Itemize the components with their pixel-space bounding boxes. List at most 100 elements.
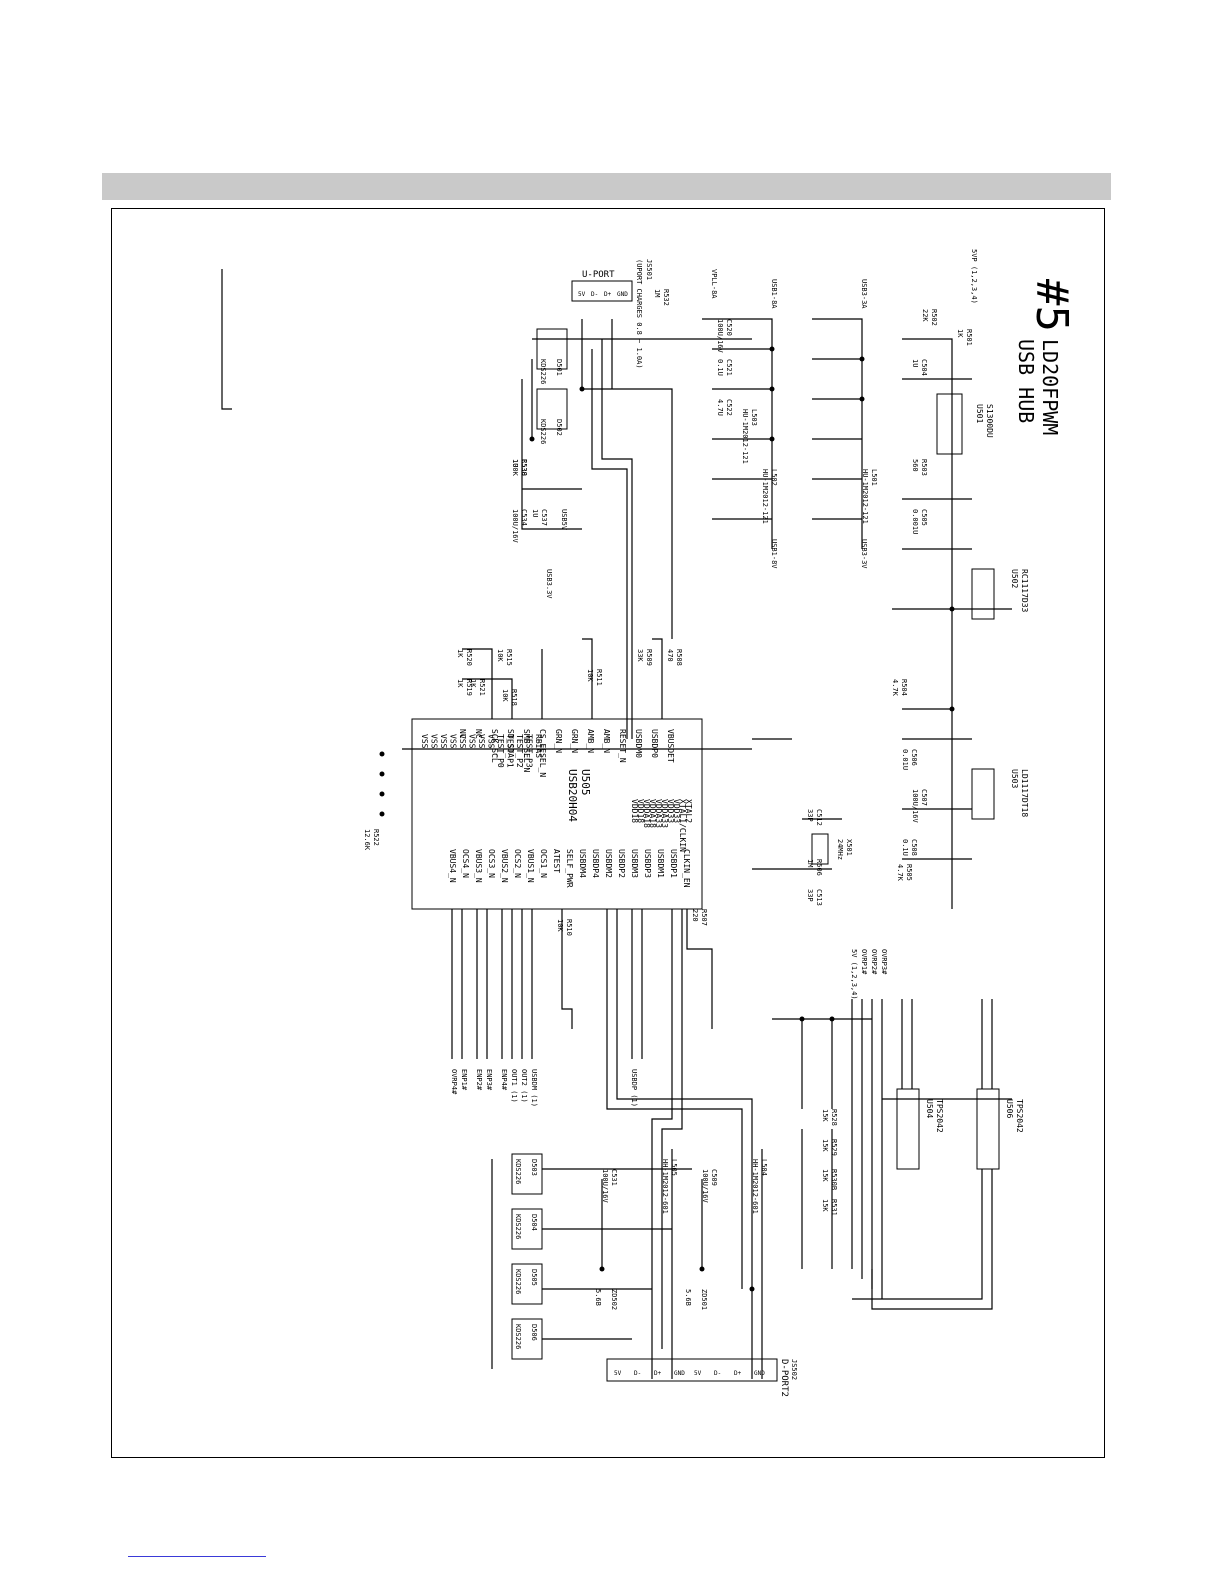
ic-pin-label: USBDP0 — [650, 729, 659, 758]
regulator-part-label: S1300DU — [985, 404, 994, 438]
ic-pin-label: VSS — [420, 734, 429, 749]
regulator-ref-label: U501 — [975, 404, 984, 423]
component-ref-label: C513 — [815, 889, 823, 906]
ic-pin-label: VDD33 — [672, 799, 681, 823]
regulator-part-label: LD1117DT18 — [1020, 769, 1029, 817]
d-port-name: D-PORT2 — [779, 1359, 789, 1397]
u-port-pin-label: GND — [617, 291, 628, 298]
ic-pin-label: TEST_P2 — [515, 734, 524, 768]
junctions — [379, 346, 955, 1292]
component-value-label: 1M — [653, 289, 661, 297]
ic-pin-label: TEST_P0 — [496, 734, 505, 768]
component-value-label: 10K — [496, 649, 504, 662]
diode-ref-label: D505 — [530, 1269, 538, 1286]
ic-pin-label: NC — [474, 729, 483, 739]
component-value-label: 1M — [806, 859, 814, 867]
regulator-ref-label: U506 — [1005, 1099, 1014, 1118]
ic-pin-label: SCK_SCL — [490, 729, 499, 763]
component-ref-label: R506 — [815, 859, 823, 876]
inductor-value-label: HH-1M2012-601 — [751, 1159, 759, 1214]
ic-pin-label: VSS — [458, 734, 467, 749]
ic-pin-label: VDDA33 — [660, 799, 669, 828]
inductor-ref-label: L502 — [770, 469, 778, 486]
net-label: OUT2 (1) — [520, 1069, 528, 1103]
ic-pin-label: USBDM4 — [578, 849, 587, 878]
crystal-value-label: 24MHz — [836, 839, 844, 860]
ic-pin-label: VSS — [468, 734, 477, 749]
net-label: ENP2# — [475, 1069, 483, 1091]
component-value-label: 100U/16V — [716, 319, 724, 354]
net-label: USB1-8A — [770, 279, 778, 309]
regulator-ref-label: U504 — [925, 1099, 934, 1118]
ic-pin-label: USBDM2 — [604, 849, 613, 878]
net-label: USBDM (1) — [530, 1069, 538, 1107]
part-labels: R530100KR5321MR5011KR50222KR503560R5044.… — [363, 289, 1029, 1349]
component-ref-label: R509 — [645, 649, 653, 666]
u-port-pin-label: D+ — [604, 291, 612, 298]
regulator-ref-label: U503 — [1010, 769, 1019, 788]
component-ref-label: R530B — [830, 1169, 838, 1190]
component-value-label: 1K — [456, 679, 464, 688]
d-port-pin-label: D- — [634, 1370, 641, 1377]
diode-part-label: KDS226 — [539, 419, 547, 444]
diode-part-label: KDS226 — [514, 1214, 522, 1239]
ic-pin-label: NC — [458, 729, 467, 739]
ic-pin-label: GRN_N — [554, 729, 563, 753]
inductor-value-label: HH-1M2012-601 — [661, 1159, 669, 1214]
ic-pin-label: VSS — [430, 734, 439, 749]
d-port-pin-label: GND — [754, 1370, 765, 1377]
net-label: USBDP (1) — [630, 1069, 638, 1107]
ic-pin-label: TEST_P1 — [506, 734, 515, 768]
d-port-pin-label: 5V — [694, 1370, 702, 1377]
component-value-label: 4.7K — [896, 864, 904, 882]
component-value-label: 1U — [531, 509, 539, 517]
ic-pin-label: GRN_N — [570, 729, 579, 753]
component-ref-label: R503 — [920, 459, 928, 476]
component-ref-label: R529 — [830, 1139, 838, 1156]
component-value-label: 15K — [821, 1199, 829, 1212]
diode-ref-label: ZD502 — [610, 1289, 618, 1310]
regulator-part-label: TPS2042 — [935, 1099, 944, 1133]
u-port-note: (UPORT CHARGES 0.8 ~ 1.0A) — [635, 259, 643, 369]
ic-pin-label: VSS — [477, 734, 486, 749]
component-value-label: 220 — [691, 909, 699, 922]
diode-ref-label: D501 — [555, 359, 563, 376]
wires — [221, 269, 1012, 1379]
component-value-label: 4.7K — [891, 679, 899, 697]
diode-ref-label: D506 — [530, 1324, 538, 1341]
component-value-label: 1K — [456, 649, 464, 658]
component-ref-label: C521 — [725, 359, 733, 376]
component-ref-label: C508 — [910, 839, 918, 856]
component-ref-label: R508 — [675, 649, 683, 666]
component-ref-label: C534 — [520, 509, 528, 526]
component-ref-label: R521 — [478, 679, 486, 696]
component-ref-label: C520 — [725, 319, 733, 336]
d-port-pin-label: 5V — [614, 1370, 622, 1377]
diode-ref-label: D503 — [530, 1159, 538, 1176]
ic-pin-label: VBUSDET — [666, 729, 675, 763]
ic-pin-label: USBDP2 — [617, 849, 626, 878]
component-value-label: 1U — [911, 359, 919, 367]
ic-pin-label: SELF_PWR — [565, 849, 574, 888]
ic-pin-label: XTAL1/CLKIN — [678, 799, 687, 852]
net-label: OUT1 (1) — [510, 1069, 518, 1103]
ic-pin-label: VSS — [487, 734, 496, 749]
component-ref-label: C538 — [520, 459, 528, 476]
component-value-label: 12.6K — [363, 829, 371, 851]
component-ref-label: R511 — [595, 669, 603, 686]
ic-pin-label: SD_SDA — [506, 729, 515, 758]
net-label: 5V (1,2,3,4) — [850, 949, 858, 1000]
diode-part-label: KDS226 — [539, 359, 547, 384]
ic-pin-label: VBUS1_N — [526, 849, 535, 883]
d-port-pin-label: D+ — [734, 1370, 742, 1377]
component-value-label: 0.001U — [911, 509, 919, 534]
component-value-label: 560 — [911, 459, 919, 472]
component-value-label: 22K — [921, 309, 929, 322]
diode-part-label: KDS226 — [514, 1269, 522, 1294]
inductor-value-label: HU-1M2012-121 — [761, 469, 769, 524]
ic-pin-label: TEST_P3 — [525, 734, 534, 768]
